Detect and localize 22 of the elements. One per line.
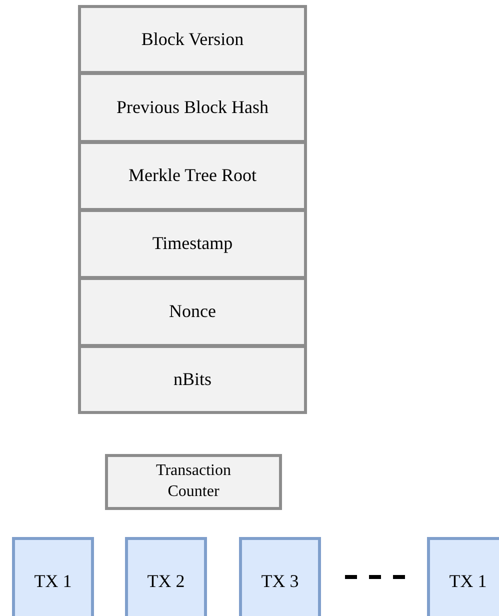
field-label: TX 1 (449, 570, 487, 594)
field-label: Merkle Tree Root (128, 164, 256, 188)
field-label: TX 2 (147, 570, 185, 594)
field-label: Block Version (141, 28, 244, 51)
field-box (12, 537, 94, 616)
field-label: nBits (173, 368, 212, 391)
field-label: Timestamp (152, 232, 233, 256)
field-box (105, 454, 282, 510)
field-box (78, 141, 307, 211)
field-box (78, 277, 307, 347)
field-label: Nonce (169, 300, 216, 324)
field-box (239, 537, 321, 616)
field-box (427, 537, 499, 616)
field-label: TX 3 (261, 570, 299, 594)
field-box (78, 209, 307, 279)
field-box (78, 72, 307, 143)
field-label: TX 1 (34, 570, 72, 594)
field-label: Previous Block Hash (116, 96, 268, 119)
field-box (125, 537, 207, 616)
field-box (78, 5, 307, 74)
field-box (78, 345, 307, 414)
field-label: Transaction Counter (155, 461, 232, 502)
